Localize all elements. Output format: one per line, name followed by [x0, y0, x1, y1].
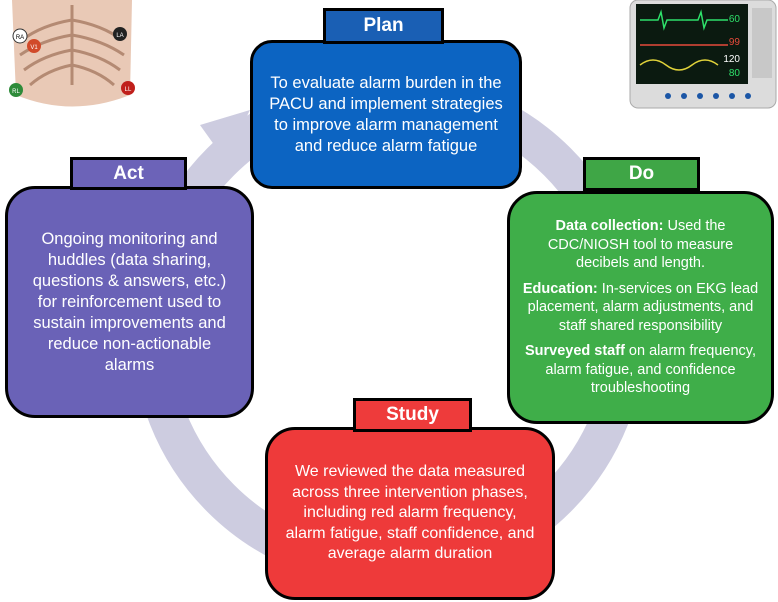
- do-label: Do: [583, 157, 700, 191]
- lead-ll-icon: [121, 81, 135, 95]
- do-item-heading: Surveyed staff: [524, 343, 625, 360]
- plan-label: Plan: [323, 8, 444, 44]
- lead-la-icon: [113, 27, 127, 41]
- lead-ra-label: RA: [16, 35, 24, 41]
- lead-ll-label: LL: [125, 87, 132, 93]
- do-item-heading: Education:: [522, 280, 598, 297]
- lead-rl-label: RL: [12, 89, 20, 95]
- act-box: Ongoing monitoring and huddles (data sha…: [5, 186, 254, 418]
- study-box: We reviewed the data measured across thr…: [265, 427, 555, 600]
- plan-box: To evaluate alarm burden in the PACU and…: [250, 40, 522, 189]
- lead-ra-icon: [12, 28, 28, 44]
- lead-la-label: LA: [116, 33, 123, 39]
- chest-leads-image: RA LA V1 RL LL: [9, 0, 135, 107]
- do-item-text: Used the CDC/NIOSH tool to measure decib…: [547, 218, 734, 272]
- monitor-reading-hr: 60: [729, 14, 741, 25]
- monitor-reading-dia: 80: [729, 68, 741, 79]
- do-item-text: on alarm frequency, alarm fatigue, and c…: [545, 343, 757, 397]
- do-item-surveyed-staff: Surveyed staff on alarm frequency, alarm…: [520, 342, 761, 398]
- act-text: Ongoing monitoring and huddles (data sha…: [32, 229, 227, 374]
- lead-rl-icon: [9, 83, 23, 97]
- lead-v1-label: V1: [30, 45, 38, 51]
- plan-text: To evaluate alarm burden in the PACU and…: [269, 73, 503, 155]
- do-box: Data collection: Used the CDC/NIOSH tool…: [507, 191, 774, 424]
- do-item-education: Education: In-services on EKG lead place…: [520, 280, 761, 336]
- do-item-text: In-services on EKG lead placement, alarm…: [527, 280, 759, 334]
- monitor-reading-sys: 120: [723, 54, 740, 65]
- lead-v1-icon: [27, 39, 41, 53]
- study-label: Study: [353, 398, 472, 432]
- cycle-arrow-head: [200, 110, 250, 160]
- do-item-data-collection: Data collection: Used the CDC/NIOSH tool…: [520, 217, 761, 273]
- act-label: Act: [70, 157, 187, 190]
- monitor-reading-spo2: 99: [729, 37, 741, 48]
- patient-monitor-image: 60 99 120 80: [629, 0, 777, 109]
- do-item-heading: Data collection:: [555, 218, 664, 235]
- study-text: We reviewed the data measured across thr…: [285, 463, 535, 563]
